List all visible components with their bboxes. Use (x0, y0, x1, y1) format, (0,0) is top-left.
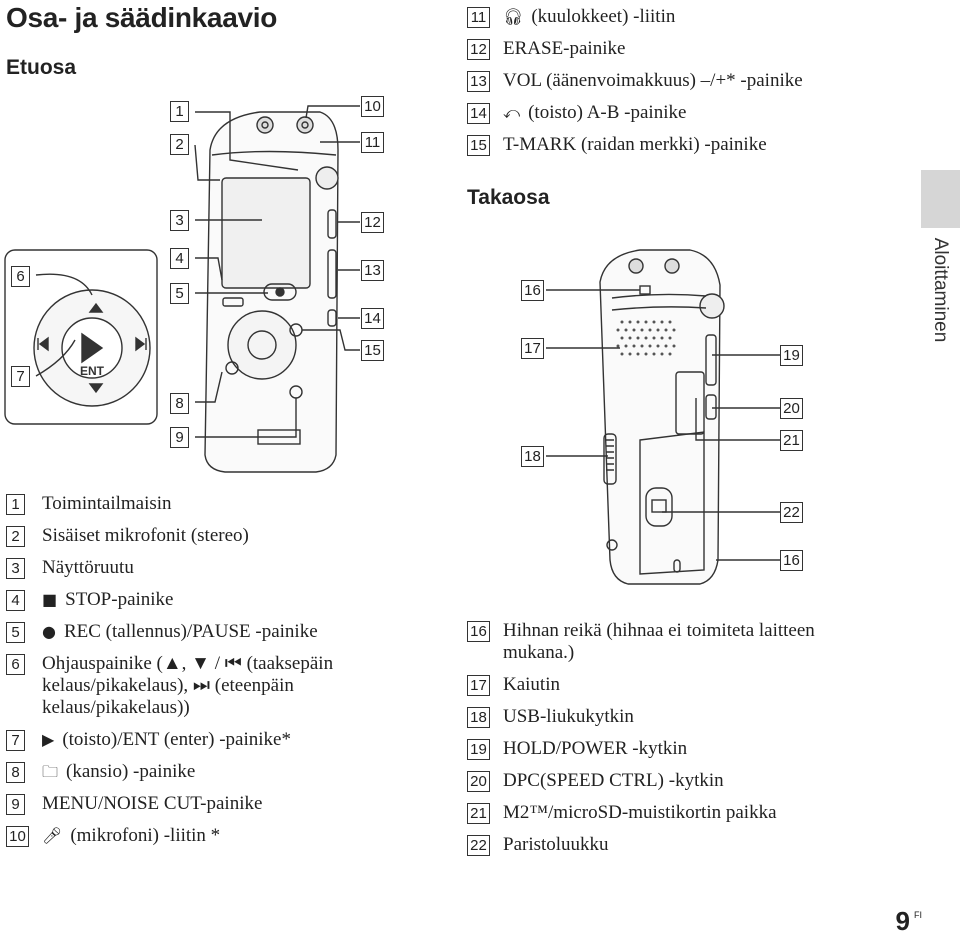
callout-1: 1 (170, 101, 189, 122)
callout-18: 18 (521, 446, 544, 467)
list-item: 5●REC (tallennus)/PAUSE -painike (6, 621, 446, 643)
callout-17: 17 (521, 338, 544, 359)
callout-15: 15 (361, 340, 384, 361)
list-item: 14⤺(toisto) A-B -painike (467, 102, 917, 124)
list-item: 10🎤︎(mikrofoni) -liitin * (6, 825, 446, 847)
headphones-icon: 🎧︎ (503, 7, 524, 26)
page-number: 9 (895, 906, 910, 936)
front-heading: Etuosa (6, 56, 77, 79)
callout-12: 12 (361, 212, 384, 233)
callout-4: 4 (170, 248, 189, 269)
callout-8: 8 (170, 393, 189, 414)
list-item: 8🗀(kansio) -painike (6, 761, 446, 783)
svg-text:ENT: ENT (80, 364, 105, 378)
callout-9: 9 (170, 427, 189, 448)
back-heading: Takaosa (467, 186, 550, 209)
callout-16-bottom: 16 (780, 550, 803, 571)
callout-20: 20 (780, 398, 803, 419)
callout-10: 10 (361, 96, 384, 117)
callout-13: 13 (361, 260, 384, 281)
callout-7: 7 (11, 366, 30, 387)
list-item: 7▶(toisto)/ENT (enter) -painike* (6, 729, 446, 751)
callout-22: 22 (780, 502, 803, 523)
callout-21: 21 (780, 430, 803, 451)
page-suffix: FI (914, 910, 922, 920)
play-icon: ▶ (42, 730, 55, 749)
callout-14: 14 (361, 308, 384, 329)
microphone-icon: 🎤︎ (42, 826, 63, 845)
repeat-icon: ⤺ (503, 103, 521, 122)
callout-5: 5 (170, 283, 189, 304)
callout-11: 11 (361, 132, 384, 153)
stop-icon: ■ (42, 590, 58, 609)
callout-6: 6 (11, 266, 30, 287)
list-item: 11🎧︎(kuulokkeet) -liitin (467, 6, 917, 28)
page-title: Osa- ja säädinkaavio (6, 2, 278, 33)
side-tab (921, 170, 960, 228)
callout-16: 16 (521, 280, 544, 301)
list-item: 4■STOP-painike (6, 589, 446, 611)
record-icon: ● (42, 622, 56, 641)
callout-19: 19 (780, 345, 803, 366)
folder-icon: 🗀 (42, 762, 59, 781)
callout-3: 3 (170, 210, 189, 231)
callout-2: 2 (170, 134, 189, 155)
